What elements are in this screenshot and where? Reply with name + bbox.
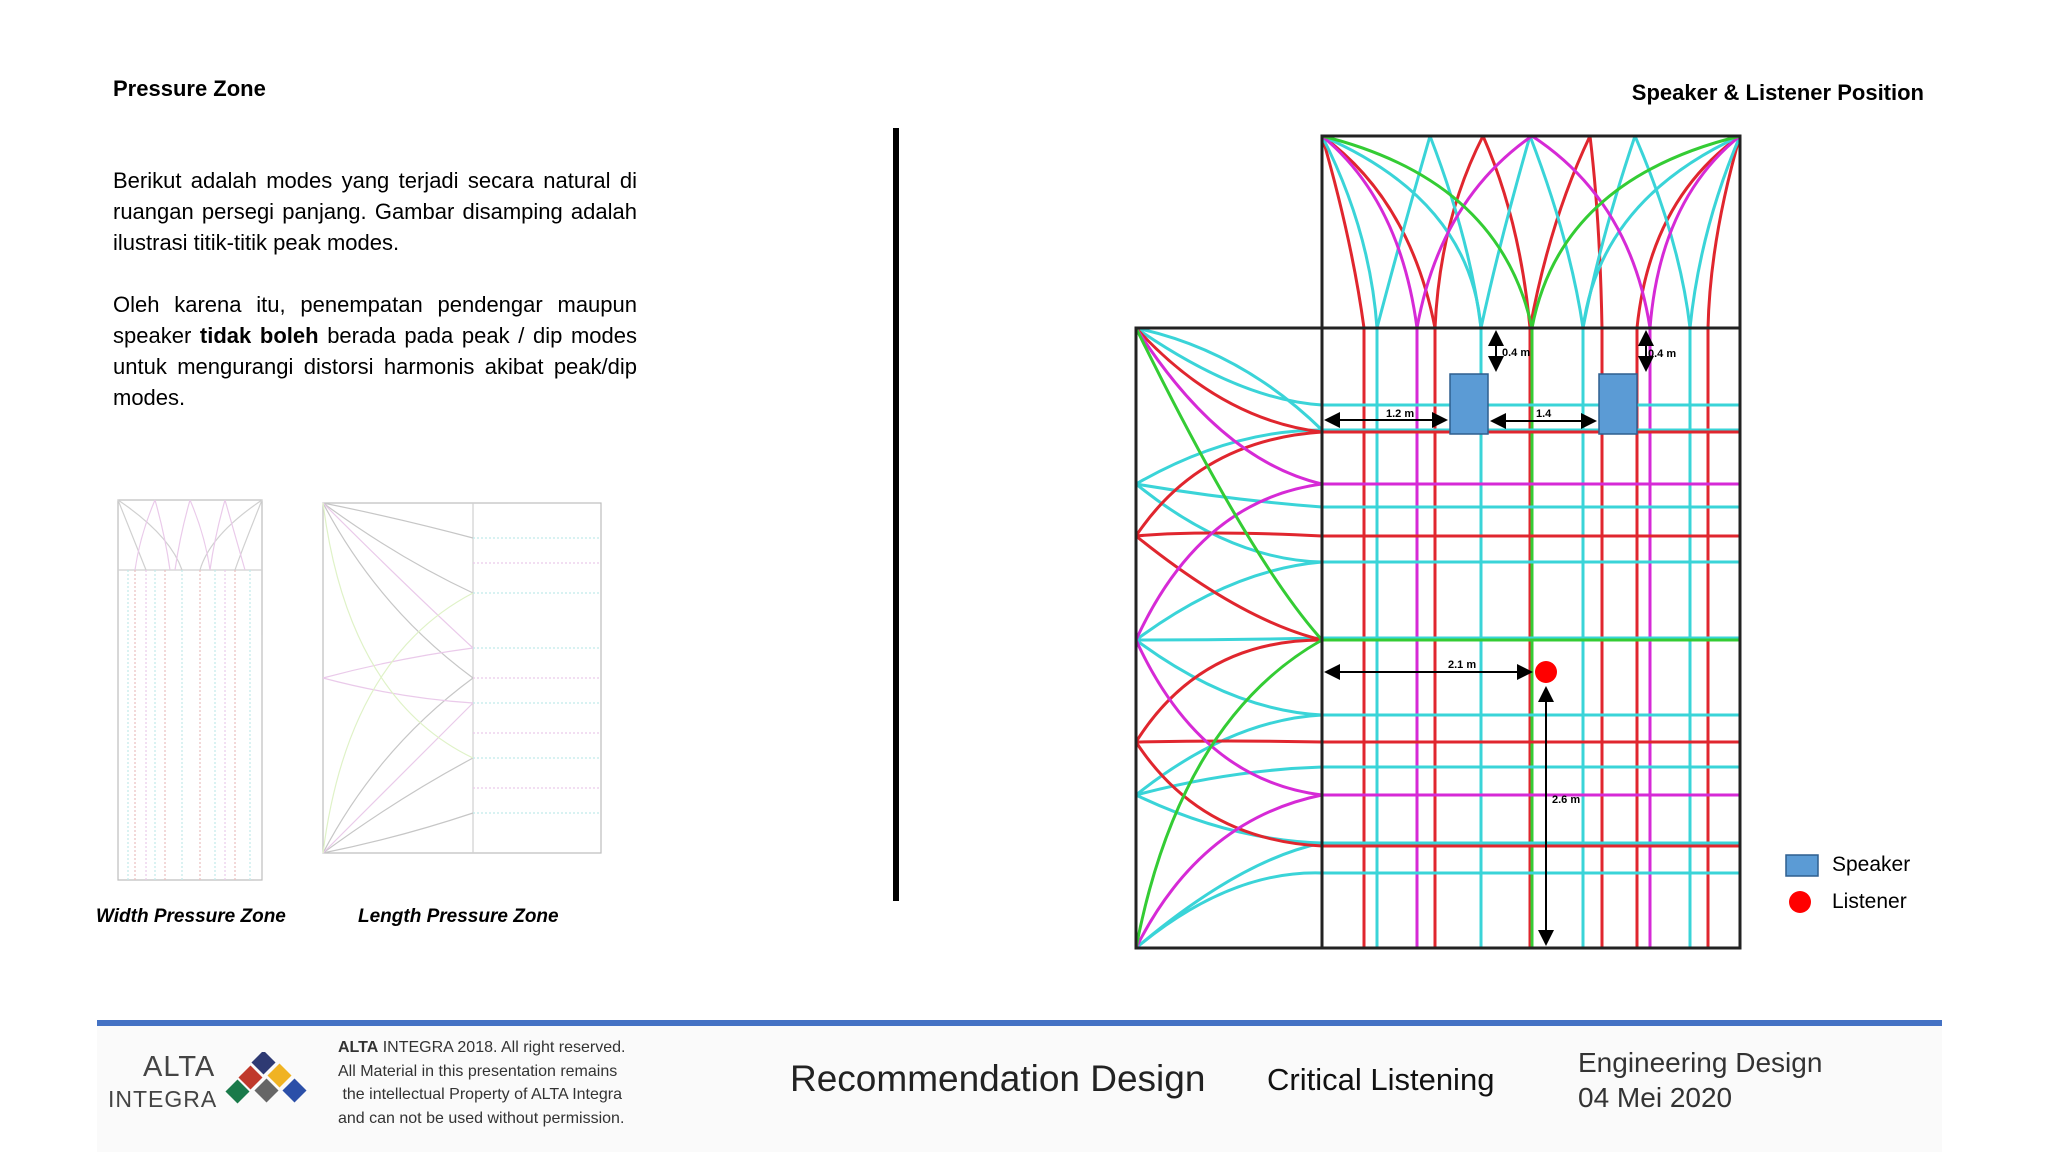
alta-integra-logo: ALTA INTEGRA (108, 1048, 318, 1116)
copyright-line-3: the intellectual Property of ALTA Integr… (338, 1086, 623, 1103)
cyan-horizontal-mode-lines (1322, 403, 1740, 875)
speaker-right (1598, 373, 1638, 435)
dimension-labels: 0.4 m 0.4 m 1.2 m 1.4 2.1 m 2.6 m (1386, 347, 1676, 806)
copyright-line-2: All Material in this presentation remain… (338, 1062, 618, 1080)
copyright-block: ALTA INTEGRA 2018. All right reserved. A… (338, 1036, 626, 1130)
speaker-listener-title: Speaker & Listener Position (1631, 80, 1924, 105)
logo-diamonds-icon (225, 1052, 307, 1104)
footer-divider (97, 1020, 1942, 1026)
vertical-divider (893, 128, 899, 901)
speaker-left (1449, 373, 1489, 435)
magenta-horizontal-mode-lines (1322, 482, 1740, 797)
copyright-line-1: ALTA INTEGRA 2018. All right reserved. (338, 1036, 626, 1060)
pressure-zone-title: Pressure Zone (113, 76, 266, 101)
dim-speaker-top-left: 0.4 m (1502, 347, 1530, 359)
logo-text-integra: INTEGRA (108, 1086, 218, 1112)
engineering-design-label: Engineering Design (1578, 1047, 1823, 1078)
engineering-design-date: 04 Mei 2020 (1578, 1082, 1733, 1113)
dimension-arrows (1324, 330, 1654, 946)
length-mode-arches (1134, 326, 1324, 950)
placement-paragraph: Oleh karena itu, penempatan pendengar ma… (113, 289, 637, 413)
dim-speaker-spacing: 1.4 (1536, 408, 1552, 420)
legend-listener-swatch (1789, 891, 1811, 913)
copyright-line-4: and can not be used without permission. (338, 1109, 625, 1127)
placement-text-end: berada pada peak / dip modes untuk mengu… (113, 323, 638, 410)
footer-title: Recommendation Design (790, 1058, 1206, 1099)
engineering-design-block: Engineering Design 04 Mei 2020 (1578, 1045, 1822, 1115)
logo-text-alta: ALTA (143, 1051, 216, 1083)
listener-dot (1535, 661, 1557, 683)
intro-paragraph: Berikut adalah modes yang terjadi secara… (113, 168, 637, 255)
legend-listener-label: Listener (1832, 890, 1907, 913)
copyright-brand: ALTA (338, 1039, 379, 1056)
width-pressure-zone-caption: Width Pressure Zone (96, 906, 286, 927)
dim-wall-to-speaker: 1.2 m (1386, 408, 1414, 420)
placement-text-bold: tidak boleh (199, 323, 319, 348)
length-pressure-zone-thumbnail (322, 502, 602, 854)
red-horizontal-mode-lines (1322, 430, 1740, 848)
placement-text-start: Oleh karena itu, penempatan pendengar ma… (113, 292, 637, 348)
width-mode-arches (1320, 134, 1742, 329)
room-outline (1134, 134, 1742, 950)
dim-speaker-top-right: 0.4 m (1648, 348, 1676, 360)
copyright-text: INTEGRA 2018. All right reserved. (378, 1039, 626, 1056)
legend-speaker-swatch (1785, 854, 1819, 877)
length-pressure-zone-caption: Length Pressure Zone (358, 906, 559, 927)
footer-background (97, 1026, 1942, 1152)
footer-subtitle: Critical Listening (1267, 1062, 1495, 1097)
width-pressure-zone-thumbnail (117, 499, 263, 881)
dim-wall-to-listener: 2.1 m (1448, 659, 1476, 671)
legend-speaker-label: Speaker (1832, 853, 1911, 876)
dim-listener-to-back: 2.6 m (1552, 794, 1580, 806)
